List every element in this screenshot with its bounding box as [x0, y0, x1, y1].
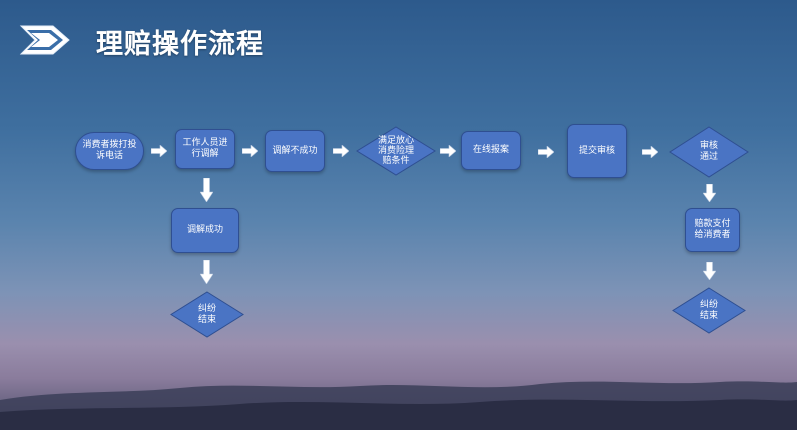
- mediate-success-node: 调解成功: [171, 208, 239, 253]
- arrow-right-icon: [538, 146, 554, 158]
- review-pass-diamond: 审核通过: [669, 126, 749, 178]
- arrow-right-icon: [151, 145, 167, 157]
- consumer-call-node: 消费者拨打投诉电话: [75, 132, 144, 170]
- dispute-end-right-diamond: 纠纷结束: [672, 287, 746, 334]
- arrow-down-icon: [703, 184, 716, 202]
- arrow-down-icon: [200, 178, 213, 202]
- arrow-right-icon: [242, 145, 258, 157]
- arrow-right-icon: [440, 145, 456, 157]
- mountain-silhouette: [0, 381, 797, 430]
- dispute-end-left-diamond: 纠纷结束: [170, 291, 244, 338]
- chevron-icon: [19, 25, 70, 55]
- meet-conditions-diamond: 满足放心消费险理赔条件: [356, 126, 436, 176]
- arrow-down-icon: [200, 260, 213, 284]
- submit-review-node: 提交审核: [567, 124, 627, 178]
- compensation-paid-node: 赔款支付给消费者: [685, 208, 740, 252]
- arrow-down-icon: [703, 262, 716, 280]
- staff-mediate-node: 工作人员进行调解: [175, 129, 235, 169]
- mediate-fail-node: 调解不成功: [265, 130, 325, 172]
- online-report-node: 在线报案: [461, 131, 521, 170]
- arrow-right-icon: [642, 146, 658, 158]
- page-title: 理赔操作流程: [96, 29, 264, 60]
- arrow-right-icon: [333, 145, 349, 157]
